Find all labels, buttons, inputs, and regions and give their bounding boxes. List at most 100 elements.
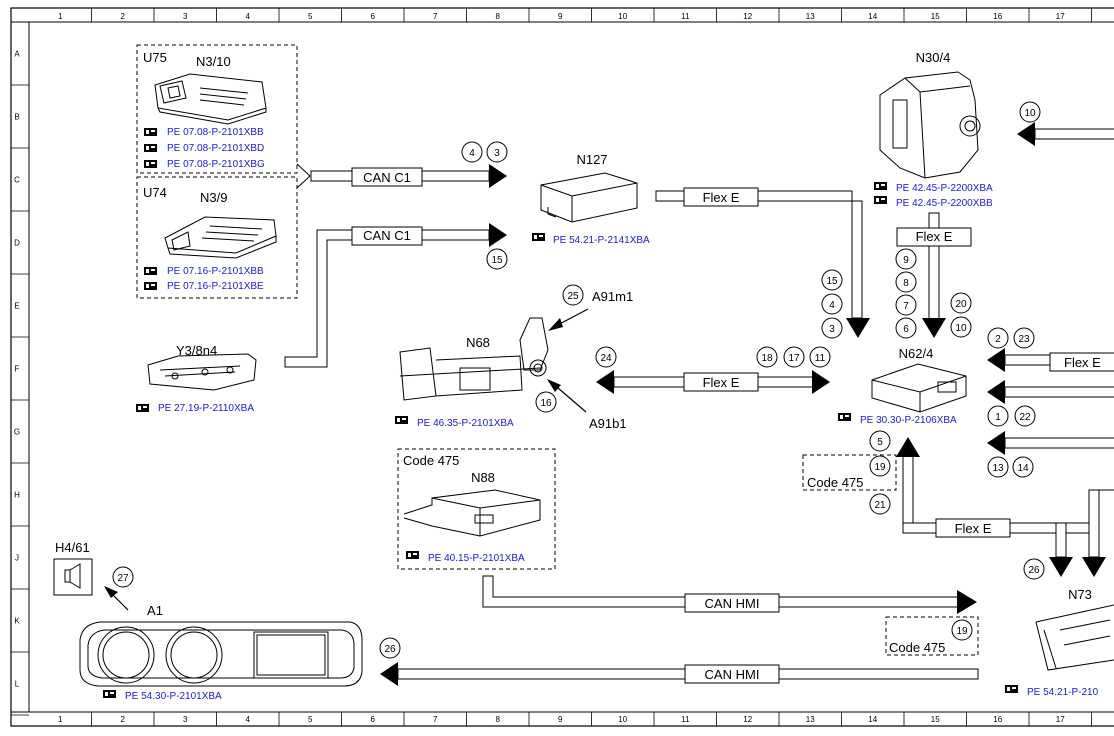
bus-into-n62-4-middle xyxy=(987,380,1114,404)
column-label: 7 xyxy=(433,12,438,21)
flex-e-n30-label: Flex E xyxy=(916,229,953,244)
row-label: L xyxy=(15,680,20,689)
callout-10b: 10 xyxy=(950,316,972,338)
can-hmi-upper-bus: CAN HMI xyxy=(482,575,977,614)
column-label: 17 xyxy=(1056,12,1065,21)
row-label: J xyxy=(15,554,19,563)
u74-box xyxy=(136,176,298,299)
row-label: H xyxy=(14,491,20,500)
column-label: 13 xyxy=(806,12,815,21)
svg-text:11: 11 xyxy=(815,353,826,364)
flex-e-right-label: Flex E xyxy=(1064,355,1101,370)
flex-e-n30-bus: Flex E xyxy=(896,212,972,338)
can-c1-upper-label: CAN C1 xyxy=(363,170,411,185)
callout-20: 20 xyxy=(950,292,972,314)
column-label: 1 xyxy=(58,715,63,724)
column-label: 7 xyxy=(433,715,438,724)
n127-module-image xyxy=(540,172,638,223)
svg-text:8: 8 xyxy=(903,278,909,289)
u75-box xyxy=(136,44,298,174)
a91b1-label: A91b1 xyxy=(589,416,627,431)
column-label: 12 xyxy=(743,12,752,21)
callout-6: 6 xyxy=(895,317,917,339)
ref-y3[interactable]: PE 27.19-P-2110XBA xyxy=(158,403,254,414)
a1-label: A1 xyxy=(147,603,163,618)
column-label: 2 xyxy=(121,715,126,724)
row-label: K xyxy=(14,617,20,626)
ref-n73[interactable]: PE 54.21-P-210 xyxy=(1027,687,1099,698)
callout-2: 2 xyxy=(987,327,1009,349)
column-label: 16 xyxy=(993,715,1002,724)
row-label: C xyxy=(14,176,20,185)
callout-21: 21 xyxy=(869,493,891,515)
svg-text:2: 2 xyxy=(995,334,1001,345)
ref-n127[interactable]: PE 54.21-P-2141XBA xyxy=(553,235,650,246)
svg-text:27: 27 xyxy=(117,573,129,584)
column-label: 14 xyxy=(868,12,877,21)
bus-into-n30-4 xyxy=(1017,122,1114,146)
column-label: 10 xyxy=(618,715,627,724)
column-label: 12 xyxy=(743,715,752,724)
n3-10-label: N3/10 xyxy=(196,54,231,69)
column-label: 11 xyxy=(681,12,690,21)
ref-a1[interactable]: PE 54.30-P-2101XBA xyxy=(125,691,222,702)
callout-7: 7 xyxy=(895,294,917,316)
svg-text:21: 21 xyxy=(874,500,886,511)
ref-n3-10-xbb[interactable]: PE 07.08-P-2101XBB xyxy=(167,127,264,138)
svg-text:19: 19 xyxy=(874,462,886,473)
svg-text:15: 15 xyxy=(491,255,503,266)
callout-19a: 19 xyxy=(869,455,891,477)
speaker-icon xyxy=(53,558,93,596)
n88-label: N88 xyxy=(471,470,495,485)
column-label: 17 xyxy=(1056,715,1065,724)
column-label: 15 xyxy=(931,12,940,21)
ref-n3-10-xbg[interactable]: PE 07.08-P-2101XBG xyxy=(167,159,265,170)
n88-module-image xyxy=(403,489,541,537)
n30-4-module-image xyxy=(879,71,981,179)
svg-text:10: 10 xyxy=(955,323,967,334)
ref-n3-10-xbd[interactable]: PE 07.08-P-2101XBD xyxy=(167,143,264,154)
callout-11: 11 xyxy=(809,346,831,368)
column-label: 4 xyxy=(246,715,251,724)
svg-text:5: 5 xyxy=(877,437,883,448)
column-label: 8 xyxy=(496,12,501,21)
column-label: 9 xyxy=(558,12,563,21)
flex-e-bottom-bus: Flex E xyxy=(896,437,1114,577)
callout-16: 16 xyxy=(535,391,557,413)
callout-5: 5 xyxy=(869,430,891,452)
callout-9: 9 xyxy=(895,248,917,270)
callout-1: 1 xyxy=(987,405,1009,427)
ref-n30-xbb[interactable]: PE 42.45-P-2200XBB xyxy=(896,198,993,209)
bus-into-n62-4-lower xyxy=(987,431,1114,455)
ref-n88[interactable]: PE 40.15-P-2101XBA xyxy=(428,553,525,564)
h4-61-label: H4/61 xyxy=(55,540,90,555)
ref-n62[interactable]: PE 30.30-P-2106XBA xyxy=(860,415,957,426)
column-label: 5 xyxy=(308,12,313,21)
callout-17: 17 xyxy=(783,346,805,368)
n62-4-label: N62/4 xyxy=(899,346,934,361)
column-label: 8 xyxy=(496,715,501,724)
n88-box xyxy=(397,448,556,570)
can-c1-upper-bus: CAN C1 xyxy=(310,164,507,188)
n30-4-label: N30/4 xyxy=(916,50,951,65)
ref-n68[interactable]: PE 46.35-P-2101XBA xyxy=(417,418,514,429)
ref-n30-xba[interactable]: PE 42.45-P-2200XBA xyxy=(896,183,993,194)
callout-10-top: 10 xyxy=(1019,101,1041,123)
row-label: F xyxy=(15,365,20,374)
ref-n3-9-xbe[interactable]: PE 07.16-P-2101XBE xyxy=(167,281,264,292)
column-label: 4 xyxy=(246,12,251,21)
callout-23: 23 xyxy=(1013,327,1035,349)
flex-e-n68-label: Flex E xyxy=(703,375,740,390)
svg-text:3: 3 xyxy=(829,324,835,335)
column-label: 16 xyxy=(993,12,1002,21)
column-label: 15 xyxy=(931,715,940,724)
svg-text:23: 23 xyxy=(1018,334,1030,345)
column-label: 6 xyxy=(371,12,376,21)
flex-e-n127-label: Flex E xyxy=(703,190,740,205)
column-label: 1 xyxy=(58,12,63,21)
frame-border xyxy=(10,7,1114,727)
callout-19b: 19 xyxy=(951,619,973,641)
ref-n3-9-xbb[interactable]: PE 07.16-P-2101XBB xyxy=(167,266,264,277)
u75-label: U75 xyxy=(143,50,167,65)
